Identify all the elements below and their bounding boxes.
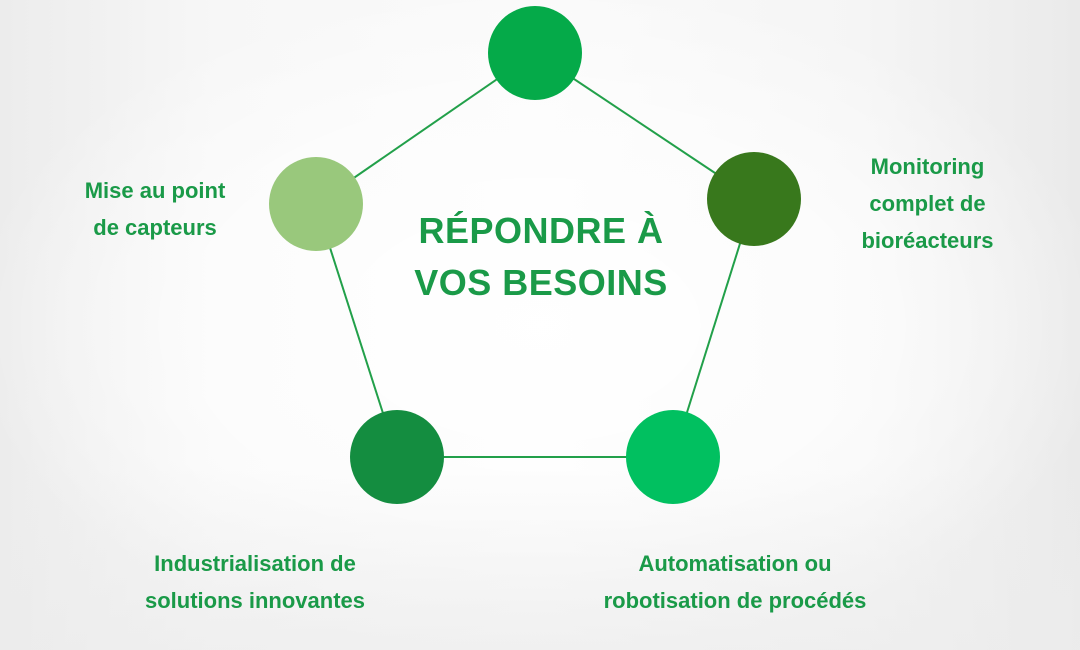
label-line: complet de: [869, 191, 986, 216]
label-bioreacteurs: Monitoring complet de bioréacteurs: [820, 148, 1035, 259]
title-line-2: VOS BESOINS: [414, 262, 668, 303]
label-automatisation: Automatisation ou robotisation de procéd…: [545, 545, 925, 619]
label-industrialisation: Industrialisation de solutions innovante…: [80, 545, 430, 619]
node-industrialisation: [350, 410, 444, 504]
title-line-1: RÉPONDRE À: [418, 210, 664, 251]
label-line: Monitoring: [870, 154, 985, 179]
label-line: de capteurs: [93, 215, 217, 240]
node-monitoring: [707, 152, 801, 246]
label-capteurs: Mise au point de capteurs: [40, 172, 270, 246]
node-capteurs: [269, 157, 363, 251]
node-top: [488, 6, 582, 100]
label-line: Industrialisation de: [154, 551, 356, 576]
label-line: bioréacteurs: [861, 228, 994, 253]
node-automatisation: [626, 410, 720, 504]
diagram-title: RÉPONDRE À VOS BESOINS: [380, 205, 702, 309]
label-line: Mise au point: [84, 178, 226, 203]
pentagon-nodes: [269, 6, 801, 504]
label-line: robotisation de procédés: [603, 588, 867, 613]
label-line: Automatisation ou: [638, 551, 832, 576]
label-line: solutions innovantes: [144, 588, 366, 613]
